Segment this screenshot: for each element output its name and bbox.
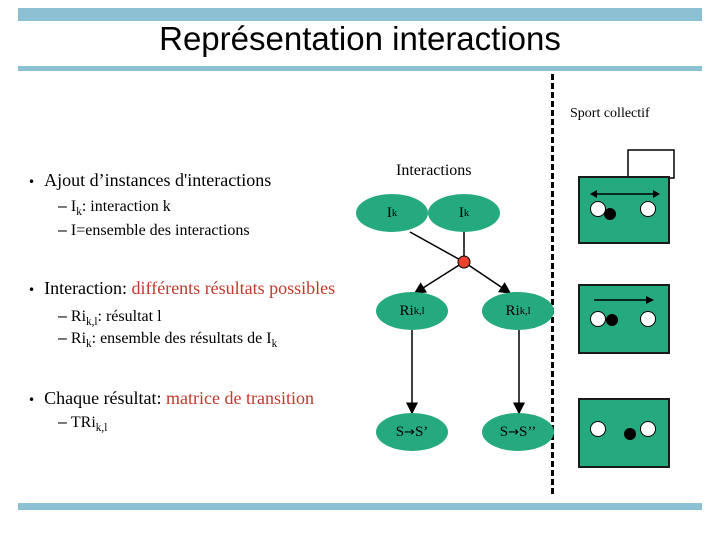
player-left <box>590 421 606 437</box>
transition-node-2: S→S’’ <box>482 413 554 451</box>
junction-dot <box>457 255 471 269</box>
bullet-2-text: Interaction: <box>44 278 132 298</box>
right-arrow-icon: → <box>508 424 519 440</box>
top-bar <box>18 8 702 21</box>
bullet-2: • Interaction: différents résultats poss… <box>28 278 335 299</box>
pass-arrow-icon <box>594 296 654 304</box>
edge-to-left-result <box>413 261 465 294</box>
bullet-dot: • <box>28 393 36 407</box>
bullet-1-text: Ajout d’instances d'interactions <box>44 170 272 190</box>
edge-to-right-result <box>463 261 512 294</box>
bullet-1-sub-2: – I=ensemble des interactions <box>58 222 250 239</box>
bullet-3-highlight: matrice de transition <box>166 388 314 408</box>
sport-label: Sport collectif <box>570 106 650 121</box>
ball <box>624 428 636 440</box>
bullet-3-sub-1: – TRik,l <box>58 414 108 435</box>
player-left <box>590 311 606 327</box>
bullet-3-text: Chaque résultat: <box>44 388 167 408</box>
player-right <box>640 201 656 217</box>
slide-title: Représentation interactions <box>159 20 561 57</box>
player-right <box>640 421 656 437</box>
ball <box>606 314 618 326</box>
bullet-2-highlight: différents résultats possibles <box>131 278 336 298</box>
right-arrow-icon: → <box>404 424 415 440</box>
bullet-1: • Ajout d’instances d'interactions <box>28 170 271 191</box>
bullet-1-sub-1: – Ik: interaction k <box>58 198 171 219</box>
bottom-bar <box>18 503 702 510</box>
diagram-label: Interactions <box>396 162 472 179</box>
bullet-3: • Chaque résultat: matrice de transition <box>28 388 314 409</box>
title-underline <box>18 66 702 71</box>
dashed-divider <box>551 74 554 494</box>
bullet-dot: • <box>28 283 36 297</box>
bullet-2-sub-1: – Rik,l: résultat l <box>58 308 162 329</box>
bullet-dot: • <box>28 175 36 189</box>
pass-arrow-icon <box>590 190 660 198</box>
edge-top-left <box>409 231 465 263</box>
player-right <box>640 311 656 327</box>
transition-node-1: S→S’ <box>376 413 448 451</box>
bullet-2-sub-2: – Rik: ensemble des résultats de Ik <box>58 330 278 351</box>
ball <box>604 208 616 220</box>
